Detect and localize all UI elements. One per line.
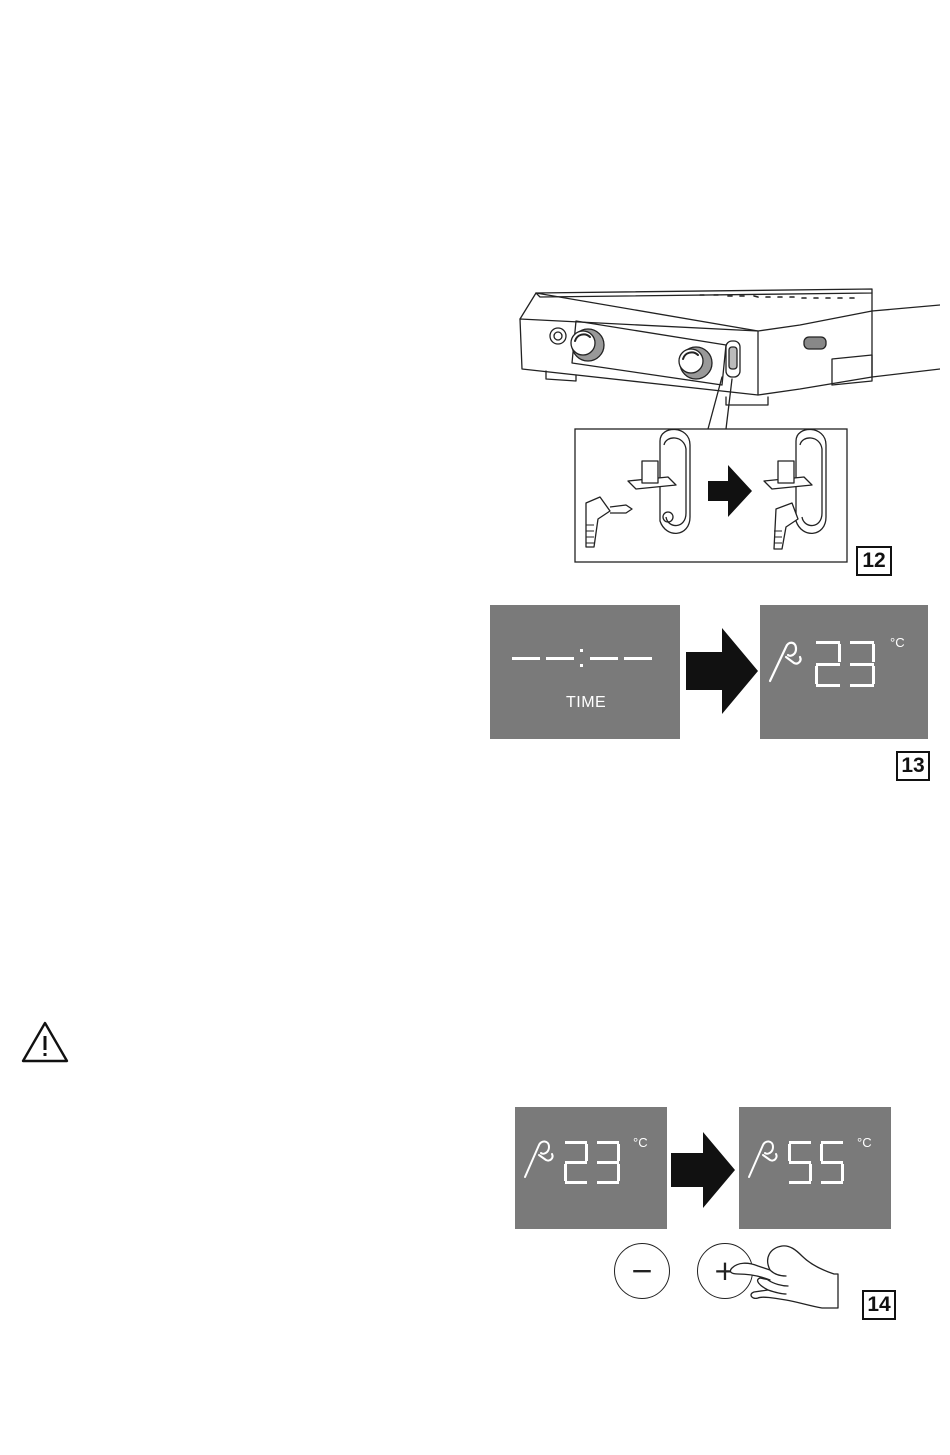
celsius-unit: °C [633, 1135, 648, 1150]
display-panel-temp-23: 23 °C [760, 605, 928, 739]
warning-triangle-icon [20, 1020, 70, 1064]
figure-number-14: 14 [862, 1290, 896, 1320]
display-panel-temp-55: 55 °C [739, 1107, 891, 1229]
arrow-right-icon [686, 628, 758, 714]
display-panel-temp-23-b: 23 °C [515, 1107, 667, 1229]
arrow-right-icon [671, 1132, 735, 1208]
minus-button[interactable]: − [614, 1243, 670, 1299]
figure-12-illustration [500, 285, 940, 575]
dash-digits [490, 605, 680, 739]
display-panel-time: --:-- TIME [490, 605, 680, 739]
appliance-drawing [500, 285, 940, 575]
seven-seg-55 [739, 1107, 891, 1229]
hand-icon [730, 1240, 840, 1310]
seven-seg-23 [760, 605, 928, 739]
figure-number-12: 12 [856, 546, 892, 576]
celsius-unit: °C [857, 1135, 872, 1150]
celsius-unit: °C [890, 635, 905, 650]
figure-number-13: 13 [896, 751, 930, 781]
seven-seg-23-b [515, 1107, 667, 1229]
time-label: TIME [566, 694, 606, 712]
